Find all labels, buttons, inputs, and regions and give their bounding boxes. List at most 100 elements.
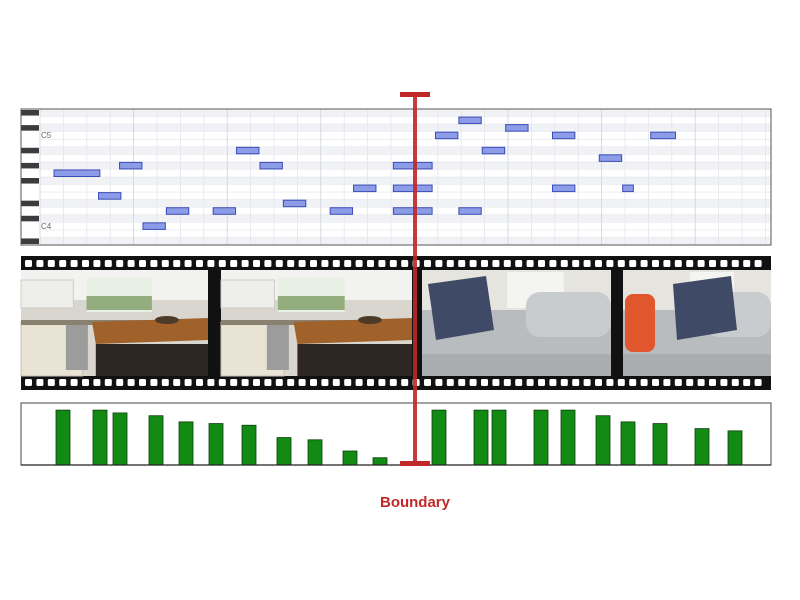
sprocket-hole (606, 379, 614, 386)
sprocket-hole (617, 379, 625, 386)
sprocket-hole (538, 260, 545, 267)
sprocket-hole (332, 379, 340, 386)
sofa-seat (623, 354, 771, 376)
sprocket-hole (47, 379, 55, 386)
sprocket-hole (70, 379, 78, 386)
note-block (505, 124, 529, 132)
sprocket-hole (127, 379, 135, 386)
film-frame (623, 270, 771, 376)
sprocket-hole (367, 260, 374, 267)
score-bar (112, 412, 128, 466)
note-block (165, 207, 190, 215)
score-bar (595, 415, 611, 466)
note-block (392, 207, 433, 215)
sprocket-hole (560, 260, 568, 267)
sprocket-hole (458, 379, 466, 386)
sprocket-hole (36, 260, 44, 267)
sprocket-hole (515, 379, 523, 386)
sprocket-hole (640, 260, 648, 267)
sprocket-hole (332, 260, 340, 267)
sprocket-hole (161, 260, 169, 267)
sprocket-hole (104, 260, 112, 267)
sprocket-hole (572, 260, 580, 267)
sprocket-hole (583, 379, 591, 386)
sprocket-hole (104, 379, 112, 386)
sprocket-hole (93, 379, 101, 386)
sprocket-hole (321, 260, 329, 267)
sprocket-hole (435, 379, 443, 386)
sprocket-hole (446, 379, 454, 386)
sprocket-hole (503, 260, 511, 267)
note-block (53, 169, 101, 177)
score-bar (148, 415, 164, 466)
sofa-seat (422, 354, 611, 376)
sprocket-hole (139, 260, 146, 267)
sprocket-hole (321, 379, 329, 386)
sprocket-hole (731, 260, 739, 267)
sprocket-hole (287, 379, 295, 386)
sprocket-hole (435, 260, 443, 267)
sprocket-hole (629, 260, 637, 267)
sprocket-hole (389, 260, 397, 267)
note-block (434, 131, 459, 140)
sprocket-hole (25, 379, 32, 386)
sprocket-hole (663, 379, 671, 386)
stove (65, 322, 88, 370)
sprocket-hole (595, 379, 602, 386)
sprocket-hole (731, 379, 739, 386)
sprocket-hole (298, 260, 306, 267)
score-bar (694, 428, 710, 466)
sprocket-hole (503, 379, 511, 386)
piano-black-key (21, 238, 39, 244)
sprocket-hole (344, 379, 352, 386)
piano-black-key (21, 178, 39, 184)
piano-roll-border (20, 108, 772, 246)
sprocket-hole (150, 260, 158, 267)
score-bar (276, 437, 292, 466)
sprocket-hole (70, 260, 78, 267)
sprocket-hole (652, 379, 659, 386)
score-bar (727, 430, 743, 466)
pitch-row-shade (40, 124, 771, 132)
sprocket-hole (709, 379, 716, 386)
note-block (236, 146, 260, 155)
sprocket-hole (161, 379, 169, 386)
sprocket-hole (367, 379, 374, 386)
octave-label: C4 (41, 222, 52, 231)
sprocket-hole (549, 260, 557, 267)
stove (266, 322, 289, 370)
sprocket-hole (652, 260, 659, 267)
note-block (329, 207, 354, 215)
piano-black-key (21, 215, 39, 222)
sprocket-hole (36, 379, 44, 386)
note-block (119, 161, 143, 170)
pitch-row-shade (40, 146, 771, 155)
sprocket-hole (184, 379, 192, 386)
sprocket-hole (481, 379, 488, 386)
sprocket-hole (674, 379, 682, 386)
sprocket-hole (241, 379, 249, 386)
note-block (458, 207, 482, 215)
score-bar (55, 409, 71, 466)
sprocket-hole (697, 379, 705, 386)
island-top (293, 318, 412, 344)
island-base (95, 344, 208, 376)
octave-label: C5 (41, 131, 52, 140)
sprocket-hole (572, 379, 580, 386)
sprocket-hole (253, 260, 260, 267)
sprocket-hole (743, 260, 751, 267)
pitch-row-shade (40, 109, 771, 117)
score-bar (473, 409, 489, 466)
upper-cabinet (220, 279, 275, 309)
sprocket-hole (230, 379, 238, 386)
note-block (392, 184, 433, 193)
bar-track (20, 402, 772, 466)
note-block (392, 161, 433, 170)
navy-pillow (428, 276, 494, 340)
sprocket-hole (424, 379, 431, 386)
sprocket-hole (139, 379, 146, 386)
note-block (282, 199, 307, 208)
sprocket-hole (253, 379, 260, 386)
sprocket-hole (378, 260, 386, 267)
sprocket-hole (218, 260, 226, 267)
